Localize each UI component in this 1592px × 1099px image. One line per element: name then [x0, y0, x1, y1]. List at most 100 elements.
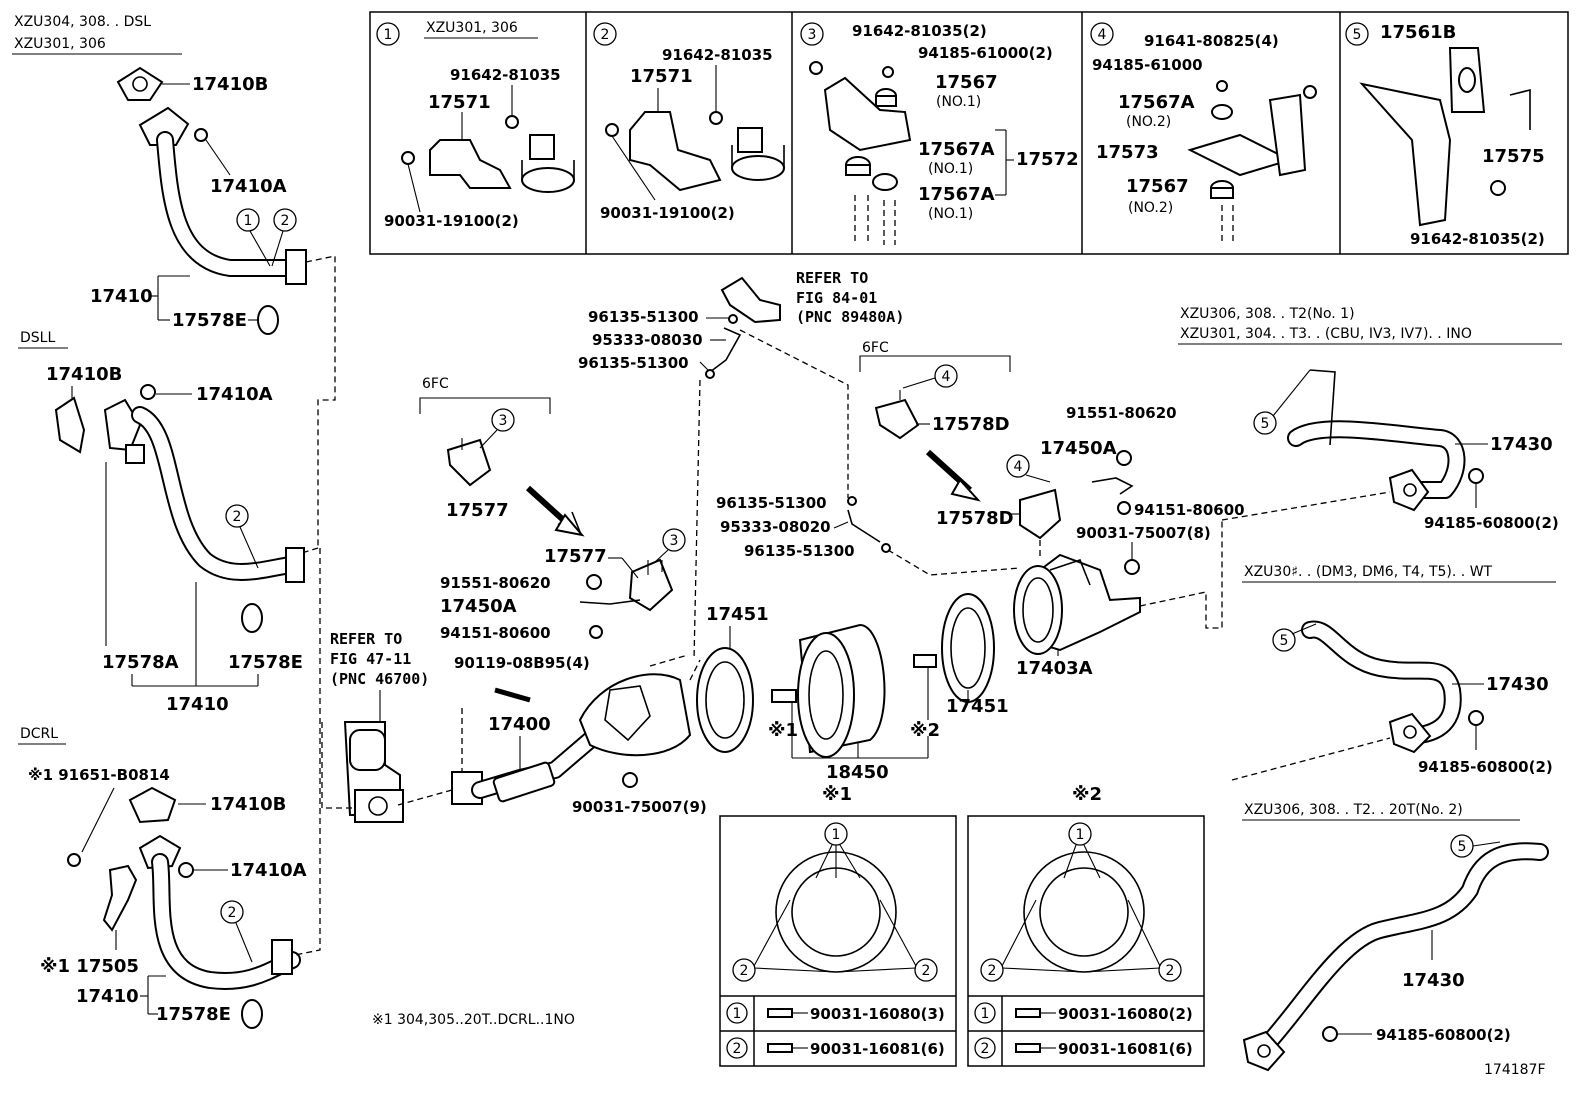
part-label: 2: [1166, 963, 1175, 979]
clamp-17578E-drawing: [241, 603, 263, 633]
part-label: 2: [228, 905, 237, 921]
bolt-icon: [67, 853, 81, 867]
part-label: 17400: [488, 714, 551, 735]
part-label: 90031-16081(6): [1058, 1040, 1193, 1058]
part-label: 17410: [166, 694, 229, 715]
bracket-17571-drawing: [429, 139, 512, 189]
right-section-2: XZU30♯. . (DM3, DM6, T4, T5). . WT 5 174…: [1231, 564, 1556, 781]
pipe-muffler-drawing: [492, 761, 556, 803]
index-circle-2: [593, 22, 617, 46]
part-label: (NO.2): [1126, 114, 1171, 130]
bracket-17572-drawing: [823, 76, 912, 152]
part-label: 2: [601, 27, 610, 43]
part-label: 17430: [1490, 434, 1553, 455]
part-label: 3: [670, 533, 679, 549]
inlet-cone-drawing: [578, 673, 692, 757]
nut-icon: [1124, 559, 1140, 575]
part-label: 17577: [446, 500, 509, 521]
bolt-icon: [1303, 85, 1317, 99]
part-label: (PNC 46700): [330, 670, 429, 688]
part-label: REFER TO: [330, 630, 402, 648]
part-label: 94185-60800(2): [1376, 1026, 1511, 1044]
part-label: 1: [733, 1006, 742, 1022]
part-label: 1: [1076, 827, 1085, 843]
part-label: 90031-16080(2): [1058, 1005, 1193, 1023]
nut-icon: [140, 384, 156, 400]
bolt-icon: [586, 574, 602, 590]
part-label: 95333-08030: [592, 331, 703, 349]
part-label: (PNC 89480A): [796, 308, 904, 326]
part-label: 90031-16080(3): [810, 1005, 945, 1023]
header-dsll: DSLL: [20, 330, 55, 346]
part-label: 4: [1014, 459, 1023, 475]
bolt-icon: [505, 115, 519, 129]
bolt-icon: [1490, 180, 1506, 196]
clamp-17578E-drawing: [257, 305, 279, 335]
part-label: 17451: [706, 604, 769, 625]
part-label: 17577: [544, 546, 607, 567]
nut-icon: [1468, 710, 1484, 726]
part-label: ※2: [910, 720, 940, 741]
part-label: 17567: [1126, 176, 1189, 197]
part-label: 17410A: [196, 384, 273, 405]
part-label: 17575: [1482, 146, 1545, 167]
right-section-1: XZU306, 308. . T2(No. 1) XZU301, 304. . …: [1178, 306, 1562, 532]
part-label: 6FC: [422, 376, 449, 392]
clamp-drawing: [521, 167, 575, 193]
part-label: 96135-51300: [744, 542, 855, 560]
part-label: (NO.1): [936, 94, 981, 110]
part-label: 17410: [90, 286, 153, 307]
bracket-17577-drawing: [446, 438, 492, 487]
center-assembly: REFER TO FIG 84-01 (PNC 89480A) 96135-51…: [321, 269, 1245, 1028]
bracket-17578D-drawing: [874, 398, 920, 440]
stud-table-2: ※2 1 2 2 1 90031-16080(2) 2 90031-16081(…: [967, 784, 1205, 1067]
part-label: 2: [981, 1041, 990, 1057]
bracket-17571-drawing: [629, 111, 722, 192]
bolt-icon: [809, 61, 823, 75]
part-label: 4: [942, 369, 951, 385]
part-label: 6FC: [862, 340, 889, 356]
clamp-drawing: [731, 155, 785, 181]
part-label: 90031-19100(2): [600, 204, 735, 222]
part-label: 5: [1353, 27, 1362, 43]
part-label: 96135-51300: [578, 354, 689, 372]
part-label: 90031-75007(9): [572, 798, 707, 816]
nut-icon: [178, 862, 194, 878]
part-label: 17578D: [932, 414, 1010, 435]
part-label: 90031-19100(2): [384, 212, 519, 230]
part-label: REFER TO: [796, 269, 868, 287]
part-label: 2: [922, 963, 931, 979]
part-label: 17573: [1096, 142, 1159, 163]
part-label: 2: [988, 963, 997, 979]
header-dcrl: DCRL: [20, 726, 58, 742]
clamp-17578E-drawing: [241, 999, 263, 1029]
inset-box-1: 1 XZU301, 306 91642-81035 17571 90031-19…: [376, 20, 575, 230]
part-label: 91641-80825(4): [1144, 32, 1279, 50]
right-section-3: XZU306, 308. . T2. . 20T(No. 2) 5 17430 …: [1242, 802, 1549, 1072]
part-label: 17578E: [228, 652, 303, 673]
part-label: 5: [1458, 839, 1467, 855]
inset-box-3: 3 91642-81035(2) 94185-61000(2) 17567 (N…: [800, 22, 1079, 245]
nut-icon: [1117, 501, 1131, 515]
part-label: 17567A: [918, 184, 995, 205]
part-label: 17430: [1402, 970, 1465, 991]
part-label: 94185-61000(2): [918, 44, 1053, 62]
part-label: 94185-60800(2): [1424, 514, 1559, 532]
part-label: 90119-08B95(4): [454, 654, 590, 672]
part-label: (NO.1): [928, 161, 973, 177]
index-circle-3: [800, 22, 824, 46]
gasket-17451-drawing: [941, 593, 995, 703]
nut-icon: [1216, 80, 1228, 92]
part-label: 96135-51300: [588, 308, 699, 326]
header-dsl-2: XZU301, 306: [14, 36, 106, 52]
part-label: 4: [1098, 27, 1107, 43]
part-label: 17578E: [172, 310, 247, 331]
part-label: 17410B: [46, 364, 122, 385]
part-label: 91551-80620: [1066, 404, 1177, 422]
part-label: 17571: [428, 92, 491, 113]
part-label: XZU306, 308. . T2(No. 1): [1180, 306, 1355, 322]
part-label: 91551-80620: [440, 574, 551, 592]
part-label: ※2: [1072, 784, 1102, 805]
part-label: 91642-81035: [662, 46, 773, 64]
part-label: 1: [981, 1006, 990, 1022]
